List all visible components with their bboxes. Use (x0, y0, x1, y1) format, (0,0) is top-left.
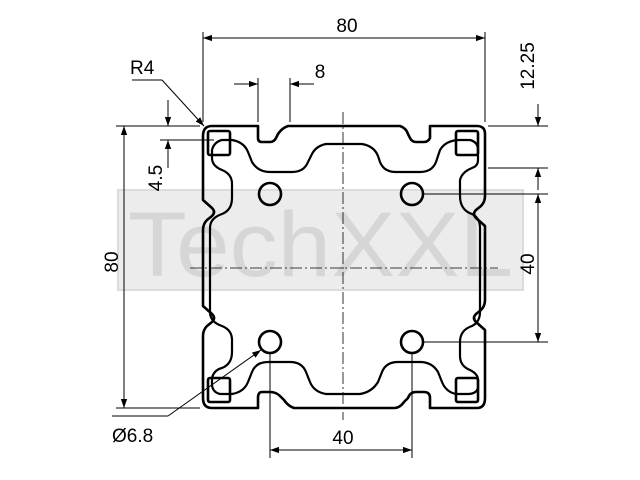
profile-outline (201, 124, 487, 410)
corner-cavity-bl (206, 376, 232, 404)
inner-core-cavity (208, 138, 482, 396)
bore-tl (257, 181, 283, 207)
dim-lip-thickness: 4.5 (146, 165, 167, 191)
watermark: TechXXL (117, 189, 524, 296)
leader-radius (161, 79, 205, 127)
outer-contour (201, 124, 487, 410)
bore-tr (399, 181, 425, 207)
dim-hole-spacing-horizontal: 40 (332, 428, 353, 449)
dim-overall-width: 80 (336, 16, 357, 37)
corner-cavity-tl (206, 129, 232, 157)
dimension-labels: 80 8 R4 4.5 12.25 80 40 40 Ø6.8 (102, 16, 539, 449)
dim-hole-spacing-vertical: 40 (518, 253, 539, 274)
dimension-lines (112, 32, 548, 458)
dim-bore-diameter: Ø6.8 (112, 426, 153, 447)
watermark-text: TechXXL (128, 194, 513, 296)
dim-slot-depth: 12.25 (518, 42, 539, 90)
corner-cavity-br (454, 376, 480, 404)
dim-slot-width: 8 (315, 62, 326, 83)
corner-cavity-tr (454, 129, 480, 157)
bore-bl (257, 329, 283, 355)
center-lines (190, 112, 498, 420)
dim-corner-radius: R4 (130, 58, 155, 79)
leader-bore-diameter (167, 349, 262, 417)
dim-overall-height: 80 (102, 251, 123, 272)
bore-br (399, 329, 425, 355)
